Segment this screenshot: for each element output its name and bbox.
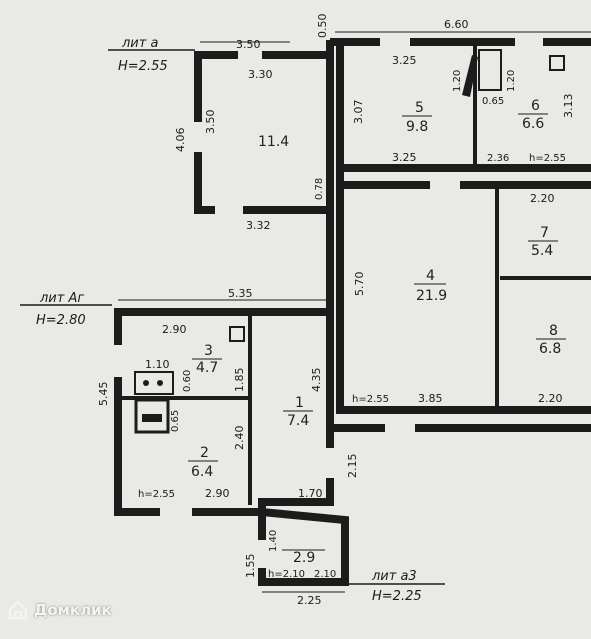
dim-5-35: 5.35 [228,287,253,300]
wall-lit-a [194,40,334,214]
room-number-1: 1 [295,395,304,411]
room-number-5: 5 [415,100,424,116]
dim-2-90-top: 2.90 [162,323,187,336]
gas-column-icon [478,49,502,91]
dim-3-13: 3.13 [562,94,575,119]
room-area-7: 5.4 [531,243,553,259]
dim-3-85: 3.85 [418,392,443,405]
dim-h-2-10: h=2.10 [268,569,305,580]
watermark-text: Домклик [34,601,112,619]
wall-lit-ag [114,308,334,516]
dim-4-06: 4.06 [174,128,187,153]
liter-ag-name: лит Аг [39,291,84,306]
window-room-6 [515,37,543,47]
dim-h-2-55-c: h=2.55 [138,489,175,500]
room-number-8: 8 [549,323,558,339]
dim-2-36: 2.36 [487,153,509,164]
window-room-1-right [325,448,335,478]
dim-3-25-top: 3.25 [392,54,417,67]
dim-3-30: 3.30 [248,68,273,81]
dim-1-10: 1.10 [145,358,170,371]
gas-column-fill-icon [462,55,478,97]
dim-5-45: 5.45 [97,382,110,407]
window-lit-a-bottom [215,205,243,215]
dim-3-32: 3.32 [246,219,271,232]
room-area-3: 4.7 [196,360,218,376]
dim-2-25: 2.25 [297,594,322,607]
window-lit-ag-left [113,345,123,377]
room-number-3: 3 [204,343,213,359]
dim-0-60: 0.60 [182,370,193,392]
dim-2-40: 2.40 [233,426,246,451]
window-lit-a-top [238,50,262,60]
dim-2-10: 2.10 [314,569,336,580]
room-area-2: 6.4 [191,464,213,480]
dim-3-50-top: 3.50 [236,38,261,51]
dim-1-85: 1.85 [233,368,246,393]
room-area-5: 9.8 [406,119,428,135]
window-room-4-bottom [385,423,415,433]
room-area-6: 6.6 [522,116,544,132]
dim-0-50: 0.50 [316,14,329,39]
dim-1-20-a: 1.20 [452,70,463,92]
room-number-4: 4 [426,268,435,284]
liter-a-name: лит а [121,36,158,51]
liter-a-height: H=2.55 [118,59,168,74]
room-number-7: 7 [540,225,549,241]
dim-6-60: 6.60 [444,18,469,31]
sink-icon [229,326,245,342]
boiler-icon [134,398,170,434]
dim-5-70: 5.70 [353,272,366,297]
sink-room-6-icon [549,55,565,71]
room-number-2: 2 [200,445,209,461]
dim-0-65-a: 0.65 [482,96,504,107]
window-room-5 [380,37,410,47]
dim-2-20-bottom: 2.20 [538,392,563,405]
room-area-2-9: 2.9 [293,550,315,566]
dim-1-20-b: 1.20 [506,70,517,92]
room-number-6: 6 [531,98,540,114]
dim-0-65-b: 0.65 [170,410,181,432]
dim-2-90-bottom: 2.90 [205,487,230,500]
dim-h-2-55-a: h=2.55 [529,153,566,164]
window-lit-ag-bottom [160,507,192,517]
boiler-detail-icon [142,414,162,422]
burner-icon [143,380,149,386]
house-logo-icon [8,600,28,620]
dim-2-15: 2.15 [346,454,359,479]
burner-icon [157,380,163,386]
liter-a3-height: H=2.25 [372,589,422,604]
room-area-1: 7.4 [287,413,309,429]
dim-3-25-bottom: 3.25 [392,151,417,164]
dim-1-70: 1.70 [298,487,323,500]
room-area-4: 21.9 [416,288,447,304]
dim-3-07: 3.07 [352,100,365,125]
window-lit-a-left [193,122,203,152]
stove-icon [134,371,174,395]
liter-ag-height: H=2.80 [36,313,86,328]
dim-0-78: 0.78 [314,178,325,200]
dim-1-55: 1.55 [244,554,257,579]
dim-h-2-55-b: h=2.55 [352,394,389,405]
window-lit-a3-left [257,540,267,568]
domclick-watermark: Домклик [8,600,112,620]
liter-a3-name: лит а3 [371,569,417,584]
dim-2-20-top: 2.20 [530,192,555,205]
dim-4-35: 4.35 [310,368,323,393]
room-area-8: 6.8 [539,341,561,357]
room-area-11-4: 11.4 [258,134,289,150]
dim-1-40: 1.40 [268,530,279,552]
dim-3-50-vert: 3.50 [204,110,217,135]
window-room-4-top [430,180,460,190]
wall-room-4-left [336,185,591,414]
